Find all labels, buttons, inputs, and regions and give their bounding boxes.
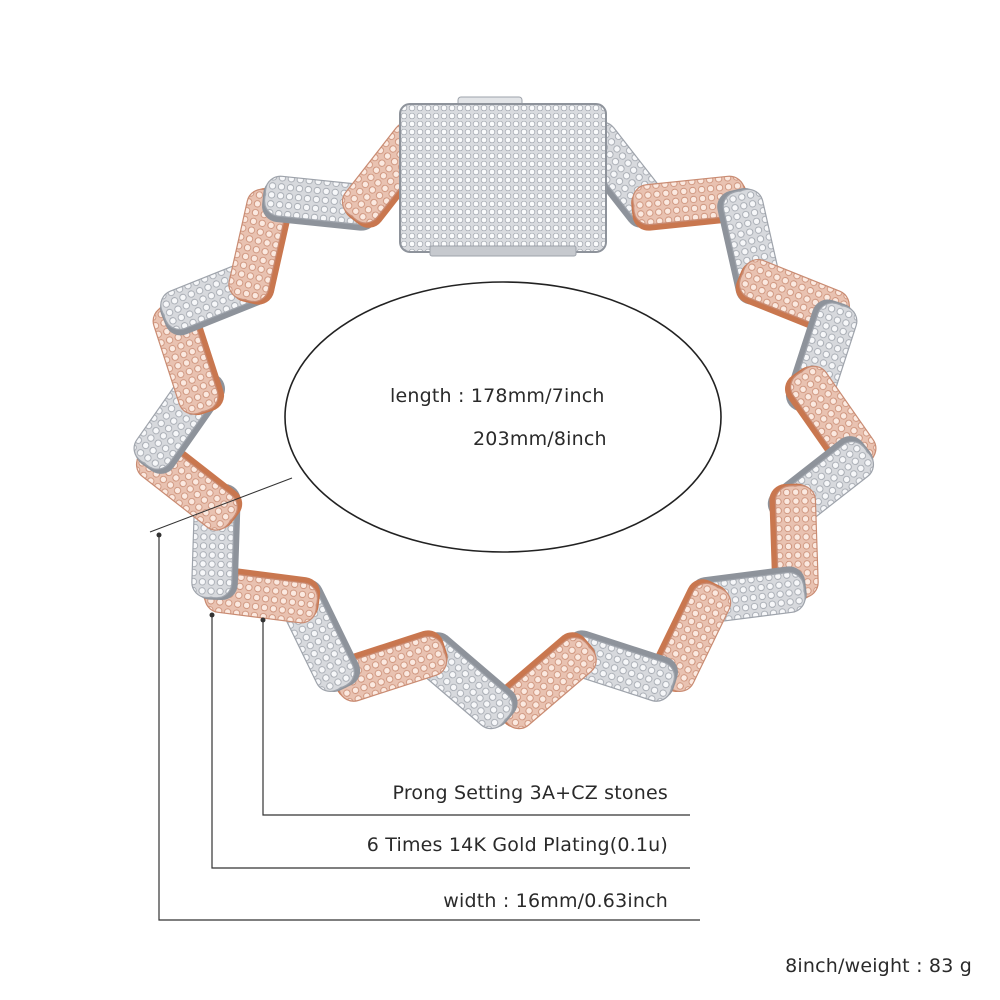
width-marker-line bbox=[149, 477, 293, 533]
length-label-alt: 203mm/8inch bbox=[473, 428, 607, 450]
chain-link bbox=[631, 175, 748, 231]
plating-label: 6 Times 14K Gold Plating(0.1u) bbox=[366, 834, 668, 856]
weight-label: 8inch/weight : 83 g bbox=[785, 955, 972, 977]
info-ellipse bbox=[284, 281, 722, 553]
setting-label: Prong Setting 3A+CZ stones bbox=[392, 782, 668, 804]
width-label: width : 16mm/0.63inch bbox=[443, 890, 668, 912]
leader-lines bbox=[158, 535, 700, 921]
chain-links bbox=[133, 121, 877, 730]
length-label: length : 178mm/7inch bbox=[390, 385, 605, 407]
box-clasp bbox=[399, 96, 607, 257]
